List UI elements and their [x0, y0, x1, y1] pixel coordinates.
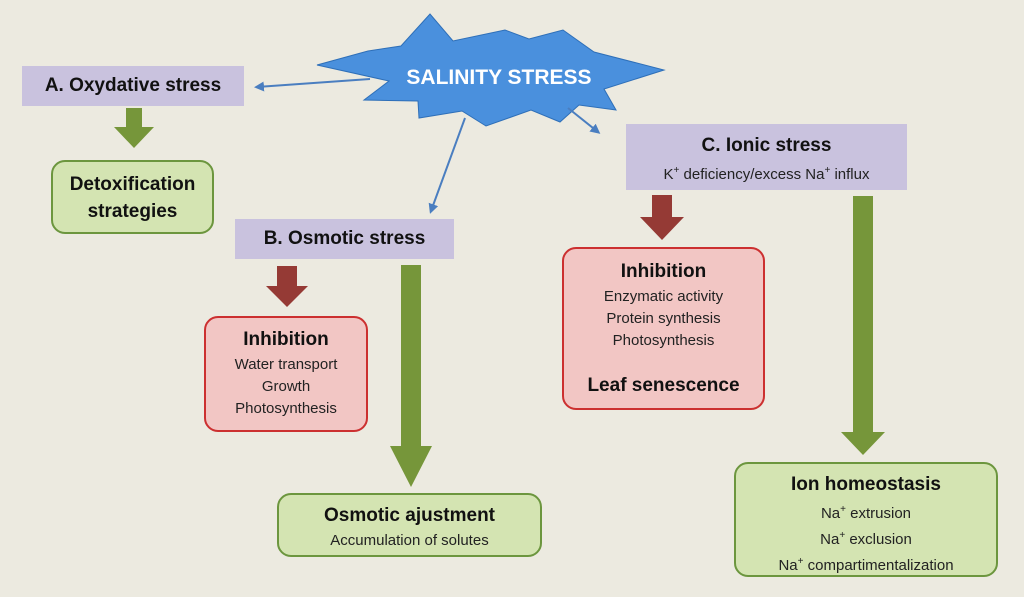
arrow-ionic-inhibition: [640, 195, 684, 240]
ionic-stress-title: C. Ionic stress: [701, 135, 832, 156]
osmotic-adjustment-title: Osmotic ajustment: [323, 505, 496, 526]
homeostasis-prefix: Na: [820, 505, 841, 522]
subtitle-k: K: [663, 166, 674, 183]
ion-homeostasis-title: Ion homeostasis: [791, 474, 941, 495]
arrow-osmotic-adjustment: [390, 265, 432, 487]
ionic-inhibition-box: Inhibition Enzymatic activity Protein sy…: [562, 247, 765, 410]
leaf-senescence-label: Leaf senescence: [587, 375, 740, 396]
detox-line2: strategies: [87, 201, 178, 222]
homeostasis-prefix: Na: [820, 531, 840, 548]
ionic-stress-subtitle: K+ deficiency/excess Na+ influx: [626, 160, 907, 186]
osmotic-stress-title: B. Osmotic stress: [263, 228, 426, 249]
osmotic-stress-box: B. Osmotic stress: [235, 219, 454, 259]
osmotic-inhibition-box: Inhibition Water transport Growth Photos…: [204, 316, 368, 432]
ionic-inhibition-item: Photosynthesis: [612, 332, 715, 349]
homeostasis-sup: +: [797, 556, 804, 567]
ionic-inhibition-item: Enzymatic activity: [603, 288, 724, 305]
osmotic-inhibition-item: Photosynthesis: [235, 400, 337, 417]
osmotic-adjustment-detail: Accumulation of solutes: [330, 532, 489, 549]
burst-shape: [316, 13, 666, 127]
homeostasis-text: extrusion: [845, 505, 912, 522]
homeostasis-sup: +: [840, 504, 846, 515]
arrow-ion-homeostasis: [841, 196, 885, 455]
arrow-oxidative-down: [114, 108, 154, 148]
connector-to-oxidative: [254, 78, 371, 92]
detox-line1: Detoxification: [69, 174, 196, 195]
connector-to-osmotic: [428, 117, 466, 214]
connector-to-ionic: [567, 107, 601, 134]
homeostasis-item: Na+ compartimentalization: [736, 551, 996, 577]
homeostasis-sup: +: [839, 530, 846, 541]
center-label: SALINITY STRESS: [406, 66, 591, 89]
osmotic-inhibition-title: Inhibition: [243, 329, 329, 350]
arrow-osmotic-inhibition: [266, 266, 308, 307]
detoxification-box: Detoxification strategies: [51, 160, 214, 234]
oxidative-stress-box: A. Oxydative stress: [22, 66, 244, 106]
subtitle-end: influx: [830, 166, 870, 183]
oxidative-stress-title: A. Oxydative stress: [44, 75, 222, 96]
subtitle-middle: deficiency/excess Na: [679, 166, 825, 183]
ionic-stress-box: C. Ionic stress K+ deficiency/excess Na+…: [626, 124, 907, 190]
subtitle-na-plus: +: [824, 165, 831, 176]
subtitle-k-plus: +: [673, 165, 680, 176]
homeostasis-prefix: Na: [778, 557, 798, 574]
ionic-inhibition-item: Protein synthesis: [606, 310, 721, 327]
homeostasis-item: Na+ exclusion: [736, 525, 996, 551]
homeostasis-item: Na+ extrusion: [736, 499, 996, 525]
osmotic-adjustment-box: Osmotic ajustment Accumulation of solute…: [277, 493, 542, 557]
homeostasis-text: exclusion: [845, 531, 912, 548]
homeostasis-text: compartimentalization: [803, 557, 954, 574]
ionic-inhibition-title: Inhibition: [620, 261, 707, 282]
ion-homeostasis-box: Ion homeostasis Na+ extrusion Na+ exclus…: [734, 462, 998, 577]
osmotic-inhibition-item: Growth: [261, 378, 311, 395]
osmotic-inhibition-item: Water transport: [234, 356, 338, 373]
